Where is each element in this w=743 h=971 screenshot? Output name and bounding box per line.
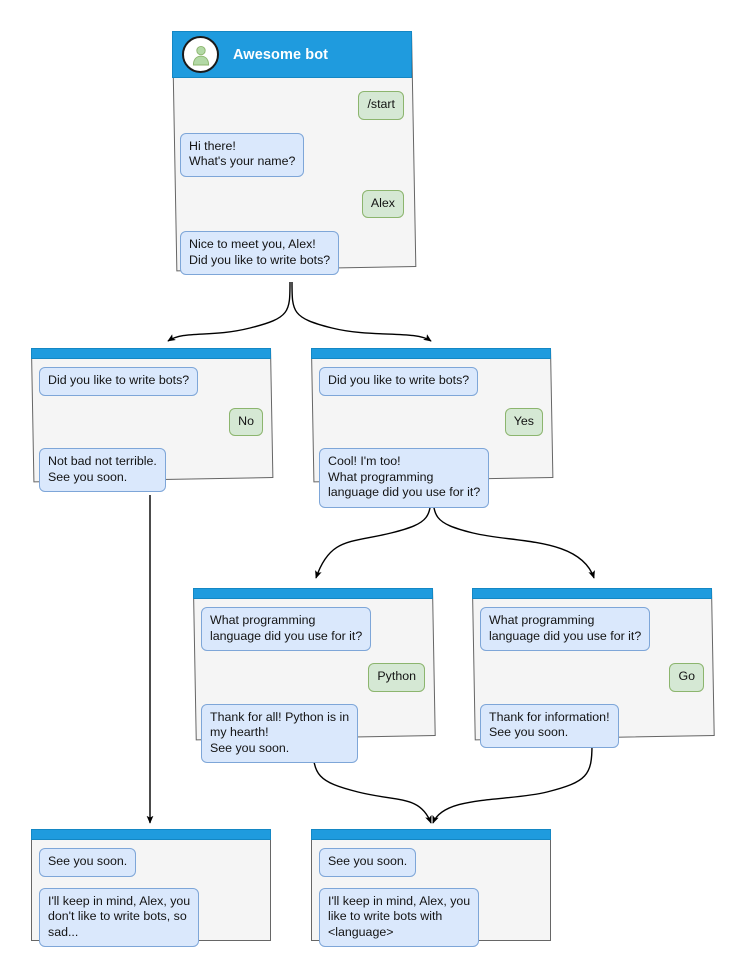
message-row: I'll keep in mind, Alex, you like to wri…: [319, 887, 543, 947]
node-root-header: Awesome bot: [172, 31, 412, 78]
message-row: What programming language did you use fo…: [201, 607, 425, 651]
message-bubble-bot: I'll keep in mind, Alex, you don't like …: [39, 887, 200, 947]
message-bubble-bot: Did you like to write bots?: [39, 367, 199, 396]
node-no-branch-header: [31, 348, 271, 359]
node-go-branch[interactable]: What programming language did you use fo…: [472, 588, 715, 748]
node-yes-branch[interactable]: Did you like to write bots? Yes Cool! I'…: [311, 348, 554, 508]
node-root[interactable]: Awesome bot /start Hi there! What's your…: [172, 31, 417, 275]
node-go-branch-header: [472, 588, 712, 599]
edge-root-to-no: [167, 281, 291, 342]
message-row: Did you like to write bots?: [319, 367, 543, 396]
node-end-happy-header: [311, 829, 551, 840]
message-row: Cool! I'm too! What programming language…: [319, 448, 543, 508]
edge-go-to-end-happy: [432, 744, 593, 824]
message-bubble-bot: Hi there! What's your name?: [180, 132, 305, 177]
node-end-happy-body: See you soon. I'll keep in mind, Alex, y…: [311, 840, 551, 947]
node-end-sad-header: [31, 829, 271, 840]
message-bubble-bot: I'll keep in mind, Alex, you like to wri…: [319, 887, 480, 947]
message-row: See you soon.: [319, 848, 543, 877]
message-bubble-user: /start: [358, 91, 404, 120]
message-row: Nice to meet you, Alex! Did you like to …: [180, 231, 404, 275]
message-row: Thank for all! Python is in my hearth! S…: [201, 703, 425, 763]
message-bubble-bot: Cool! I'm too! What programming language…: [319, 448, 490, 508]
message-row: Go: [480, 663, 704, 692]
message-bubble-user: No: [229, 407, 263, 436]
message-row: Did you like to write bots?: [39, 367, 263, 396]
message-bubble-user: Yes: [504, 407, 543, 436]
node-yes-branch-header: [311, 348, 551, 359]
person-avatar-icon: [182, 36, 219, 73]
message-row: See you soon.: [39, 848, 263, 877]
node-yes-branch-body: Did you like to write bots? Yes Cool! I'…: [311, 359, 551, 508]
edge-root-to-yes: [291, 281, 432, 342]
message-bubble-bot: Not bad not terrible. See you soon.: [39, 448, 166, 492]
message-bubble-bot: Thank for information! See you soon.: [480, 703, 619, 748]
node-end-sad-body: See you soon. I'll keep in mind, Alex, y…: [31, 840, 271, 947]
message-row: Hi there! What's your name?: [180, 132, 404, 177]
node-no-branch[interactable]: Did you like to write bots? No Not bad n…: [31, 348, 274, 492]
message-bubble-user: Alex: [361, 189, 404, 218]
node-python-branch[interactable]: What programming language did you use fo…: [193, 588, 436, 763]
message-bubble-bot: See you soon.: [319, 848, 417, 877]
node-end-sad[interactable]: See you soon. I'll keep in mind, Alex, y…: [31, 829, 271, 947]
message-bubble-bot: Nice to meet you, Alex! Did you like to …: [180, 231, 340, 275]
message-bubble-bot: What programming language did you use fo…: [201, 607, 372, 651]
message-row: Alex: [180, 189, 404, 218]
node-end-happy[interactable]: See you soon. I'll keep in mind, Alex, y…: [311, 829, 551, 947]
message-row: Not bad not terrible. See you soon.: [39, 448, 263, 492]
message-row: No: [39, 407, 263, 436]
message-bubble-bot: Thank for all! Python is in my hearth! S…: [201, 703, 359, 763]
message-row: Yes: [319, 407, 543, 436]
message-row: /start: [180, 91, 404, 120]
message-bubble-user: Python: [368, 663, 425, 692]
message-bubble-bot: What programming language did you use fo…: [480, 607, 651, 651]
message-row: What programming language did you use fo…: [480, 607, 704, 651]
message-row: I'll keep in mind, Alex, you don't like …: [39, 887, 263, 947]
node-python-branch-body: What programming language did you use fo…: [193, 599, 433, 763]
message-row: Python: [201, 663, 425, 692]
node-root-body: /start Hi there! What's your name? Alex …: [172, 78, 412, 275]
node-python-branch-header: [193, 588, 433, 599]
node-no-branch-body: Did you like to write bots? No Not bad n…: [31, 359, 271, 492]
message-bubble-user: Go: [669, 663, 704, 692]
node-root-title: Awesome bot: [233, 46, 329, 63]
node-go-branch-body: What programming language did you use fo…: [472, 599, 712, 748]
message-bubble-bot: Did you like to write bots?: [319, 367, 479, 396]
message-bubble-bot: See you soon.: [39, 848, 137, 877]
message-row: Thank for information! See you soon.: [480, 703, 704, 748]
